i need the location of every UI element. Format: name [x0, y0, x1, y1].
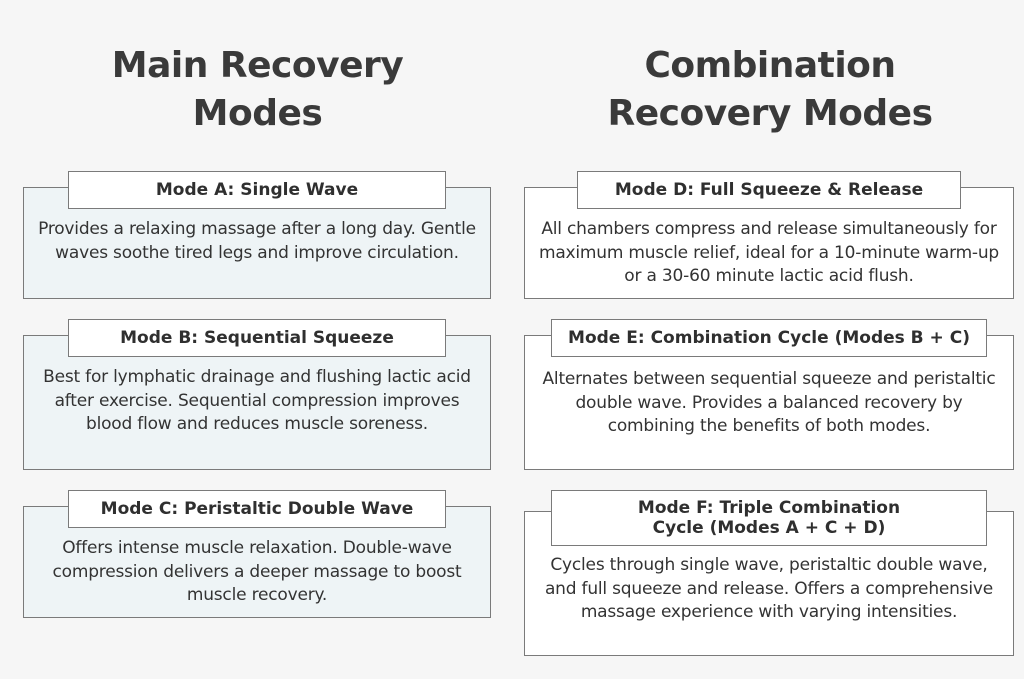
- mode-d-description: All chambers compress and release simult…: [538, 219, 1000, 286]
- mode-e-label: Mode E: Combination Cycle (Modes B + C): [551, 319, 987, 357]
- mode-a-label: Mode A: Single Wave: [68, 171, 446, 209]
- mode-b-label: Mode B: Sequential Squeeze: [68, 319, 446, 357]
- mode-f-label-line2: Cycle (Modes A + C + D): [652, 518, 886, 538]
- mode-f-description: Cycles through single wave, peristaltic …: [544, 555, 994, 622]
- main-title-line2: Modes: [192, 93, 323, 134]
- main-recovery-modes-title: Main Recovery Modes: [40, 42, 475, 138]
- mode-a-description: Provides a relaxing massage after a long…: [38, 219, 476, 263]
- mode-b-card: Best for lymphatic drainage and flushing…: [23, 335, 491, 470]
- mode-f-label: Mode F: Triple Combination Cycle (Modes …: [551, 490, 987, 546]
- mode-f-label-line1: Mode F: Triple Combination: [637, 498, 901, 518]
- combination-title-line1: Combination: [644, 45, 896, 86]
- mode-c-description: Offers intense muscle relaxation. Double…: [52, 538, 462, 605]
- mode-d-label: Mode D: Full Squeeze & Release: [577, 171, 961, 209]
- combination-title-line2: Recovery Modes: [607, 93, 933, 134]
- mode-c-label: Mode C: Peristaltic Double Wave: [68, 490, 446, 528]
- main-title-line1: Main Recovery: [111, 45, 404, 86]
- mode-e-description: Alternates between sequential squeeze an…: [542, 369, 996, 436]
- combination-recovery-modes-title: Combination Recovery Modes: [520, 42, 1020, 138]
- mode-b-description: Best for lymphatic drainage and flushing…: [43, 367, 471, 434]
